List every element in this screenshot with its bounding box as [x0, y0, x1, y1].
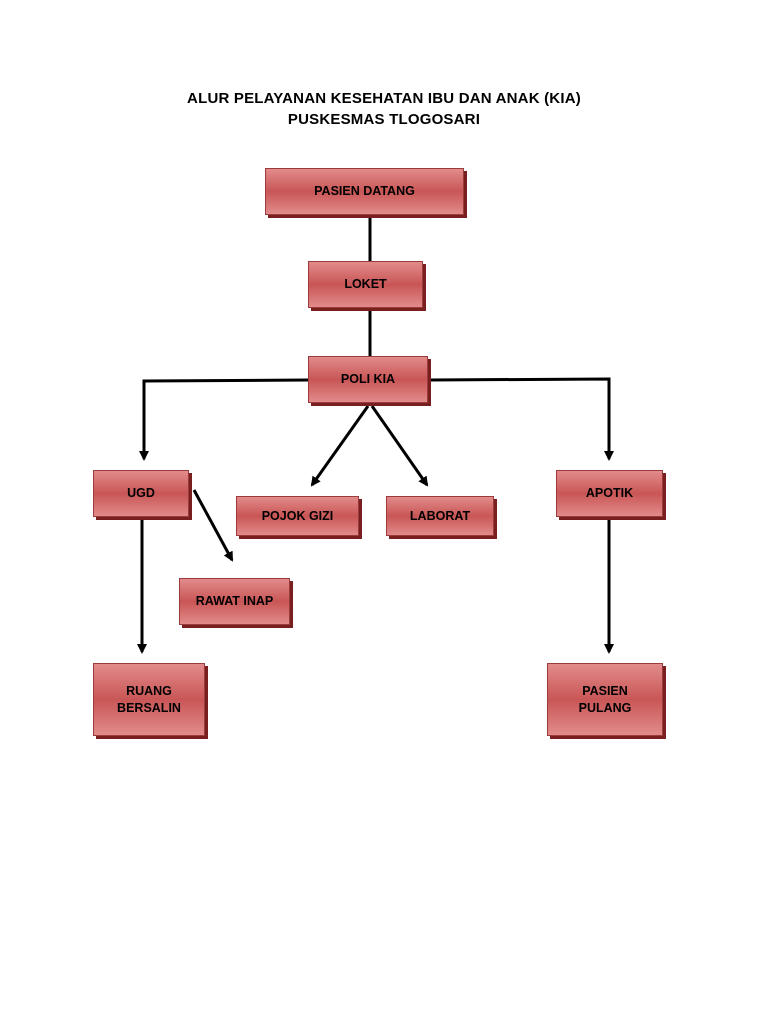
edge-poli-kia-ugd [139, 378, 309, 461]
edge-poli-kia-laborat [370, 405, 429, 487]
node-pasien-datang: PASIEN DATANG [265, 168, 464, 215]
node-laborat: LABORAT [386, 496, 494, 536]
edge-poli-kia-apotik [429, 377, 614, 461]
node-pojok-gizi: POJOK GIZI [236, 496, 359, 536]
diagram-title: ALUR PELAYANAN KESEHATAN IBU DAN ANAK (K… [187, 90, 581, 107]
node-rawat-inap: RAWAT INAP [179, 578, 290, 625]
node-pasien-pulang: PASIEN PULANG [547, 663, 663, 736]
diagram-subtitle: PUSKESMAS TLOGOSARI [287, 111, 481, 128]
node-ruang-bersalin: RUANG BERSALIN [93, 663, 205, 736]
node-apotik: APOTIK [556, 470, 663, 517]
node-poli-kia: POLI KIA [308, 356, 428, 403]
node-ugd: UGD [93, 470, 189, 517]
edge-poli-kia-pojok-gizi [310, 405, 370, 487]
edge-ugd-rawat-inap [192, 489, 234, 562]
node-loket: LOKET [308, 261, 423, 308]
